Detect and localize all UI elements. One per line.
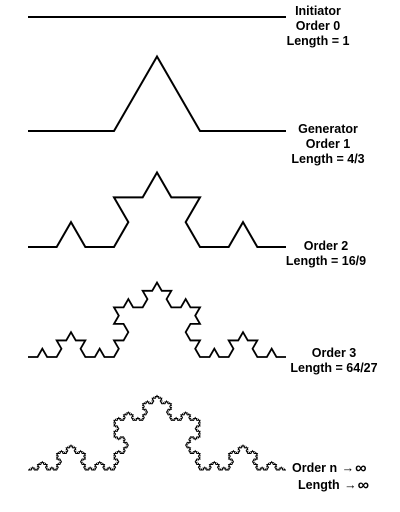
right-arrow-icon: → — [344, 478, 357, 492]
label-initiator: Initiator Order 0 Length = 1 — [263, 4, 373, 49]
infinity-icon: ∞ — [355, 460, 367, 477]
koch-curve-order-2 — [28, 170, 286, 248]
label-order-2-order: Order 2 — [303, 239, 349, 253]
label-generator-title: Generator — [298, 122, 358, 136]
label-initiator-length: Length = 1 — [286, 34, 350, 48]
koch-curve-order-1 — [28, 54, 286, 132]
label-order-n: Order n →∞ Length →∞ — [292, 460, 396, 494]
label-initiator-order: Order 0 — [295, 19, 341, 33]
label-order-n-length-row: Length →∞ — [292, 477, 396, 494]
koch-curve-order-3 — [28, 280, 286, 358]
label-order-3-length: Length = 64/27 — [290, 361, 378, 375]
infinity-icon: ∞ — [357, 477, 370, 494]
label-generator: Generator Order 1 Length = 4/3 — [273, 122, 383, 167]
label-order-n-order: Order n — [292, 461, 338, 475]
label-order-2: Order 2 Length = 16/9 — [271, 239, 381, 269]
label-order-3-order: Order 3 — [311, 346, 357, 360]
label-order-3: Order 3 Length = 64/27 — [279, 346, 389, 376]
label-generator-length: Length = 4/3 — [291, 152, 365, 166]
label-order-n-order-row: Order n →∞ — [292, 460, 396, 477]
label-initiator-title: Initiator — [295, 4, 341, 18]
label-order-n-length: Length — [298, 478, 340, 492]
label-generator-order: Order 1 — [305, 137, 351, 151]
koch-curve-order-n — [28, 394, 286, 471]
right-arrow-icon: → — [341, 461, 355, 475]
label-order-2-length: Length = 16/9 — [285, 254, 367, 268]
